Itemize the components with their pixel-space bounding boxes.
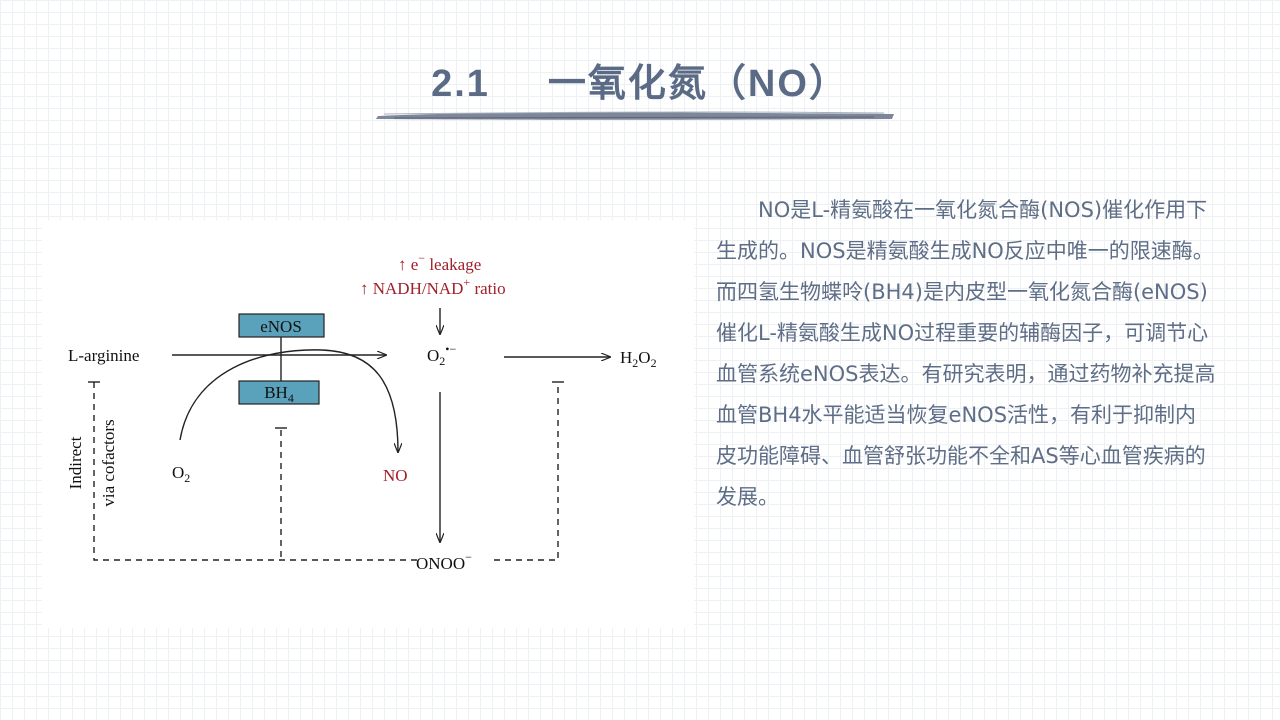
onoo-label: ONOO− <box>416 550 472 573</box>
indirect-label: Indirect <box>66 436 85 489</box>
slide-title: 2.1 一氧化氮（NO） <box>0 52 1280 107</box>
section-number: 2.1 <box>431 63 490 105</box>
via-cofactors-label: via cofactors <box>99 419 118 506</box>
h2o2-feedback-dashed <box>494 382 559 561</box>
l-arginine-label: L-arginine <box>68 346 139 365</box>
body-paragraph: NO是L-精氨酸在一氧化氮合酶(NOS)催化作用下生成的。NOS是精氨酸生成NO… <box>716 198 1216 509</box>
bh4-box <box>238 380 320 405</box>
no-label: NO <box>383 466 408 485</box>
leakage-label: ↑ e− leakage <box>398 251 481 274</box>
h2o2-label: H2O2 <box>620 348 657 370</box>
enos-box <box>238 313 325 338</box>
enos-label: eNOS <box>260 317 302 336</box>
ratio-label: ↑ NADH/NAD+ ratio <box>360 275 506 298</box>
nos-pathway-diagram: eNOS BH4 L-arginine O2 NO O2•− H2O2 ONOO… <box>42 220 694 628</box>
o2-to-no-arc <box>179 349 398 452</box>
superoxide-label: O2•− <box>427 342 456 368</box>
title-text: 一氧化氮（NO） <box>547 63 849 105</box>
bh4-label: BH4 <box>264 383 294 405</box>
indirect-feedback-dashed <box>93 382 417 561</box>
title-underline-brush <box>376 111 894 120</box>
o2-label: O2 <box>172 463 190 485</box>
